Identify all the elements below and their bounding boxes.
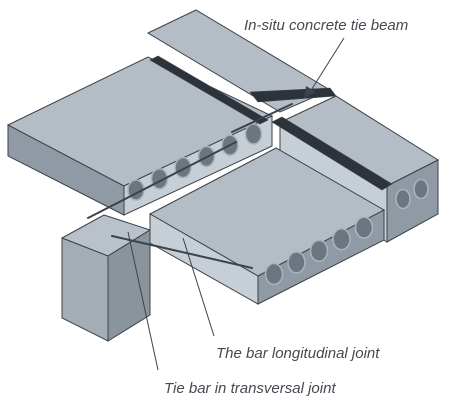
tie-beam-joint	[149, 55, 393, 191]
back-joint-strip	[149, 55, 269, 125]
tie-bar-cross	[231, 103, 293, 133]
hollow-core-back-6	[244, 123, 263, 145]
label-longitudinal-joint: The bar longitudinal joint	[216, 345, 380, 362]
leader-lines	[127, 37, 345, 371]
hollow-core-front-5	[354, 216, 374, 239]
hollow-core-front-1	[264, 262, 284, 286]
label-tie-beam: In-situ concrete tie beam	[244, 17, 409, 34]
leader-longitudinal	[182, 237, 215, 337]
hollow-core-right-2	[413, 178, 429, 200]
hollow-cores-front	[264, 216, 374, 286]
tie-bar-longitudinal	[111, 235, 253, 269]
support-wall-side	[107, 229, 151, 342]
hollow-core-front-4	[332, 227, 351, 251]
hollow-cores-back	[127, 123, 263, 201]
tie-bars	[87, 103, 293, 269]
arrow-pointer-icon	[304, 86, 316, 98]
hollow-core-back-3	[174, 156, 192, 179]
tie-bar-transversal	[87, 141, 237, 219]
hollow-core-front-3	[309, 239, 329, 263]
slab-front-side	[149, 213, 259, 305]
leader-tie-beam	[309, 37, 345, 93]
hollow-core-front-2	[287, 251, 306, 274]
label-transversal-joint: Tie bar in transversal joint	[164, 380, 336, 397]
support-wall-front	[61, 237, 109, 342]
hollow-cores-right	[395, 178, 429, 210]
leader-transversal	[127, 231, 159, 371]
longitudinal-joint-strip	[271, 116, 393, 191]
support-wall	[61, 214, 151, 342]
hollow-core-right-1	[395, 188, 411, 210]
